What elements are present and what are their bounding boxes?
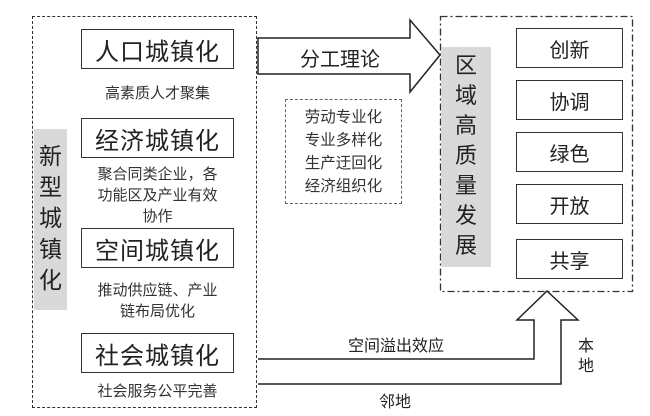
title-char: 展: [454, 234, 477, 259]
note-line: 推动供应链、产业: [97, 281, 218, 299]
right-group-border: [439, 15, 634, 293]
mechanism-item: 专业多样化: [304, 130, 383, 149]
openness-box: 开放: [516, 184, 623, 224]
mechanism-item: 生产迂回化: [304, 153, 383, 172]
title-char: 区: [454, 54, 477, 79]
local-char: 本: [578, 336, 595, 355]
division-of-labor-arrow: [257, 17, 441, 95]
local-char: 地: [578, 356, 595, 375]
note-line: 链布局优化: [119, 302, 195, 320]
box-label: 经济城镇化: [95, 126, 220, 155]
division-of-labor-label: 分工理论: [300, 47, 380, 71]
mechanism-item: 劳动专业化: [304, 107, 383, 126]
regional-quality-development-title: 区 域 高 质 量 发 展: [441, 47, 491, 267]
spatial-urbanization-note: 推动供应链、产业 链布局优化: [78, 280, 237, 322]
new-urbanization-title: 新 型 城 镇 化: [34, 129, 67, 310]
economic-urbanization-box: 经济城镇化: [81, 118, 234, 158]
sharing-box: 共享: [516, 239, 623, 279]
social-urbanization-note: 社会服务公平完善: [81, 381, 234, 402]
box-label: 空间城镇化: [95, 236, 220, 265]
box-label: 共享: [549, 248, 590, 273]
mechanism-item: 经济组织化: [304, 176, 383, 195]
title-char: 型: [39, 175, 62, 201]
title-char: 量: [454, 174, 477, 199]
spatial-urbanization-box: 空间城镇化: [81, 228, 234, 268]
title-char: 发: [454, 204, 477, 229]
title-char: 化: [39, 268, 62, 294]
population-urbanization-box: 人口城镇化: [81, 29, 234, 69]
title-char: 高: [454, 114, 477, 139]
economic-urbanization-note: 聚合同类企业，各 功能区及产业有效 协作: [78, 164, 237, 227]
box-label: 社会城镇化: [95, 341, 220, 370]
note-line: 高素质人才聚集: [104, 84, 210, 102]
social-urbanization-box: 社会城镇化: [81, 333, 234, 373]
box-label: 绿色: [549, 141, 590, 166]
note-line: 协作: [142, 207, 173, 225]
note-line: 功能区及产业有效: [97, 186, 218, 204]
coordination-box: 协调: [516, 80, 623, 120]
note-line: 社会服务公平完善: [97, 382, 218, 400]
local-label: 本 地: [578, 336, 594, 376]
title-char: 域: [454, 84, 477, 109]
box-label: 人口城镇化: [95, 37, 220, 66]
box-label: 开放: [549, 193, 590, 218]
title-char: 质: [454, 144, 477, 169]
box-label: 创新: [549, 37, 590, 62]
title-char: 城: [39, 206, 62, 232]
box-label: 协调: [549, 89, 590, 114]
new-urbanization-group: [32, 16, 257, 408]
green-box: 绿色: [516, 132, 623, 172]
spillover-label: 空间溢出效应: [348, 336, 445, 355]
title-char: 镇: [39, 237, 62, 263]
population-urbanization-note: 高素质人才聚集: [81, 83, 234, 104]
note-line: 聚合同类企业，各: [97, 165, 218, 183]
neighbor-label: 邻地: [379, 392, 412, 411]
title-char: 新: [39, 144, 62, 170]
innovation-box: 创新: [516, 28, 623, 68]
spillover-arrow: [258, 289, 580, 385]
mechanisms-box: 劳动专业化 专业多样化 生产迂回化 经济组织化: [285, 99, 402, 204]
